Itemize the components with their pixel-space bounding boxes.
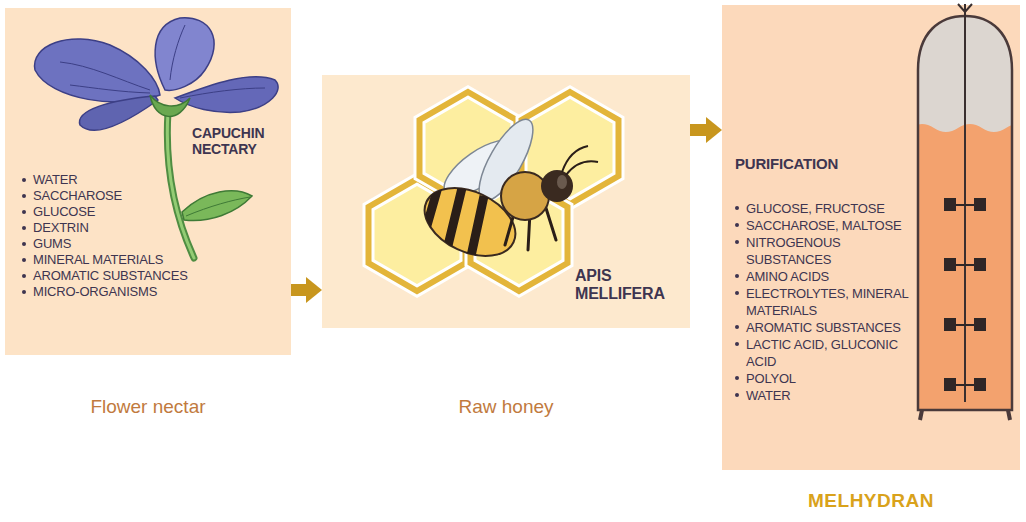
bullet-dot [735, 325, 739, 329]
stage-caption: Raw honey [322, 396, 690, 418]
flower-illustration [167, 112, 194, 258]
tank-illustration [958, 4, 972, 402]
part-label-group: CAPUCHIN NECTARY [192, 125, 287, 157]
tank-illustration [920, 410, 1010, 420]
list-item: AROMATIC SUBSTANCES [735, 319, 910, 336]
component-list: LACTIC ACID, GLUCONIC ACID [746, 336, 910, 370]
bullet-dot [735, 206, 739, 210]
bullet-dot [22, 226, 26, 230]
component-list: ELECTROLYTES, MINERAL MATERIALS [746, 285, 910, 319]
impeller-blade [974, 378, 986, 391]
component-list: SACCHAROSE, MALTOSE [746, 217, 901, 234]
bee-illustration [420, 180, 484, 270]
bee-illustration [557, 175, 567, 189]
bullet-dot [735, 223, 739, 227]
process-label: PURIFICATION [735, 155, 905, 173]
flower-illustration [60, 25, 265, 98]
tank-illustration [910, 124, 1026, 420]
component-list: AROMATIC SUBSTANCES [33, 268, 188, 284]
flower-illustration [150, 95, 190, 116]
list-item: MINERAL MATERIALS [22, 252, 277, 268]
bullet-dot [22, 242, 26, 246]
species-label: APIS MELLIFERA [575, 267, 685, 303]
bullet-dot [735, 274, 739, 278]
bullet-dot [22, 290, 26, 294]
flower-illustration [35, 18, 279, 258]
impeller-blade [974, 258, 986, 271]
component-list: MICRO-ORGANISMS [33, 284, 157, 300]
list-item: AROMATIC SUBSTANCES [22, 268, 277, 284]
bullet-dot [735, 393, 739, 397]
stage-caption-group: Raw honey [322, 396, 690, 418]
bullet-dot [22, 274, 26, 278]
impeller-blade [944, 378, 956, 391]
stage-caption: Flower nectar [5, 396, 291, 418]
bee-illustration [420, 180, 484, 270]
impeller-blade [974, 318, 986, 331]
product-caption: MELHYDRAN [722, 490, 1020, 512]
part-label: CAPUCHIN NECTARY [192, 125, 287, 157]
bullet-dot [22, 258, 26, 262]
bullet-dot [22, 210, 26, 214]
component-list: POLYOL [746, 370, 796, 387]
list-item: WATER [22, 172, 277, 188]
flower-illustration [175, 77, 278, 113]
flower-illustration [186, 197, 250, 216]
component-list: GUMS [33, 236, 71, 252]
list-item: LACTIC ACID, GLUCONIC ACID [735, 336, 910, 370]
list-item: GUMS [22, 236, 277, 252]
list-item: GLUCOSE, FRUCTOSE [735, 200, 910, 217]
tank-illustration [944, 198, 986, 391]
list-item: MICRO-ORGANISMS [22, 284, 277, 300]
flower-illustration [182, 191, 252, 221]
list-item: DEXTRIN [22, 220, 277, 236]
component-list: WATER [33, 172, 78, 188]
component-list: AROMATIC SUBSTANCES [746, 319, 901, 336]
bullet-dot [735, 291, 739, 295]
component-list-group: GLUCOSE, FRUCTOSESACCHAROSE, MALTOSENITR… [735, 200, 910, 404]
component-list: MINERAL MATERIALS [33, 252, 163, 268]
component-list: NITROGENOUS SUBSTANCES [746, 234, 910, 268]
flow-arrow [291, 284, 306, 296]
bullet-dot [735, 342, 739, 346]
bullet-dot [735, 376, 739, 380]
list-item: NITROGENOUS SUBSTANCES [735, 234, 910, 268]
bee-illustration [414, 112, 598, 270]
component-list: AMINO ACIDS [746, 268, 829, 285]
list-item: AMINO ACIDS [735, 268, 910, 285]
bullet-dot [22, 178, 26, 182]
flower-illustration [167, 112, 194, 258]
stage-caption-group: Flower nectar [5, 396, 291, 418]
component-list: DEXTRIN [33, 220, 89, 236]
flower-illustration [80, 96, 158, 130]
component-list: GLUCOSE [33, 204, 95, 220]
honeycomb-illustration [369, 92, 619, 291]
bullet-dot [22, 194, 26, 198]
impeller-blade [944, 198, 956, 211]
tank-illustration [910, 124, 1026, 420]
component-list: GLUCOSE, FRUCTOSE [746, 200, 885, 217]
component-list: SACCHAROSE [33, 188, 122, 204]
bullet-dot [735, 240, 739, 244]
species-label-group: APIS MELLIFERA [575, 267, 685, 303]
impeller-blade [974, 198, 986, 211]
flower-illustration [155, 18, 214, 91]
list-item: SACCHAROSE, MALTOSE [735, 217, 910, 234]
bee-illustration [541, 170, 573, 202]
impeller-blade [944, 258, 956, 271]
list-item: POLYOL [735, 370, 910, 387]
process-label-group: PURIFICATION [735, 155, 905, 173]
list-item: ELECTROLYTES, MINERAL MATERIALS [735, 285, 910, 319]
product-caption-group: MELHYDRAN [722, 490, 1020, 512]
impeller-blade [944, 318, 956, 331]
bee-illustration [562, 146, 598, 175]
bee-illustration [501, 172, 549, 220]
list-item: WATER [735, 387, 910, 404]
tank-illustration [910, 4, 1026, 420]
component-list: WATER [746, 387, 791, 404]
flow-arrow [690, 124, 706, 136]
